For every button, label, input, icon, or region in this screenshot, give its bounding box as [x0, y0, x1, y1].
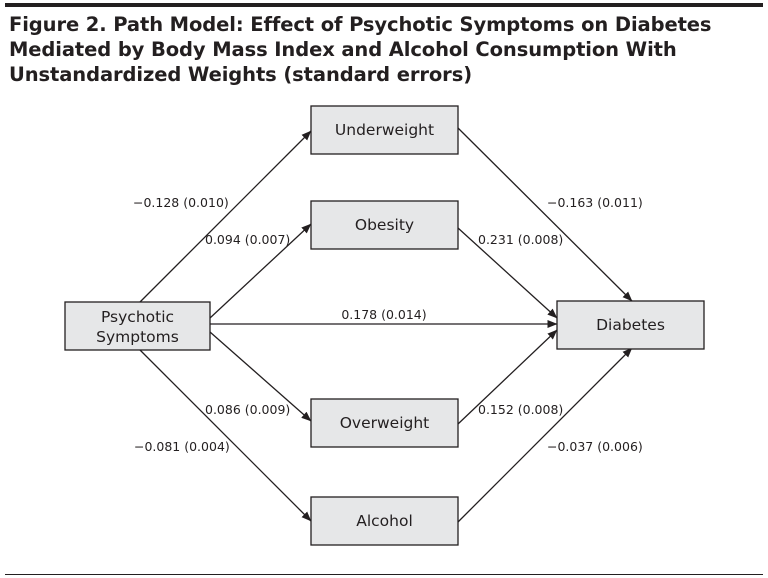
top-rule [5, 3, 763, 7]
edge-psychotic-alcohol [139, 349, 312, 522]
node-underweight: Underweight [310, 105, 459, 155]
label-underweight-diabetes: −0.163 (0.011) [547, 195, 643, 210]
node-psychotic-line2: Symptoms [96, 328, 179, 346]
node-diabetes-label: Diabetes [596, 316, 665, 334]
node-psychotic-line1: Psychotic [101, 308, 174, 326]
node-alcohol: Alcohol [310, 496, 459, 546]
bottom-rule [5, 574, 763, 575]
edge-underweight-diabetes [457, 127, 633, 302]
label-psychotic-underweight: −0.128 (0.010) [133, 195, 229, 210]
edge-alcohol-diabetes [457, 347, 633, 523]
node-overweight: Overweight [310, 398, 459, 448]
edge-overweight-diabetes [457, 329, 558, 425]
label-overweight-diabetes: 0.152 (0.008) [478, 402, 563, 417]
node-obesity-label: Obesity [355, 216, 414, 234]
label-psychotic-alcohol: −0.081 (0.004) [134, 439, 230, 454]
edge-obesity-diabetes [457, 227, 558, 319]
node-underweight-label: Underweight [335, 121, 434, 139]
label-psychotic-obesity: 0.094 (0.007) [205, 232, 290, 247]
node-obesity: Obesity [310, 200, 459, 250]
edge-psychotic-overweight [209, 331, 312, 422]
figure-title: Figure 2. Path Model: Effect of Psychoti… [9, 13, 712, 86]
node-alcohol-label: Alcohol [356, 512, 413, 530]
edge-psychotic-obesity [209, 223, 312, 319]
label-alcohol-diabetes: −0.037 (0.006) [547, 439, 643, 454]
label-psychotic-diabetes: 0.178 (0.014) [341, 307, 426, 322]
node-overweight-label: Overweight [340, 414, 430, 432]
node-psychotic-symptoms: Psychotic Symptoms [64, 301, 211, 351]
label-psychotic-overweight: 0.086 (0.009) [205, 402, 290, 417]
label-obesity-diabetes: 0.231 (0.008) [478, 232, 563, 247]
node-diabetes: Diabetes [556, 300, 705, 350]
edge-psychotic-underweight [139, 130, 312, 303]
